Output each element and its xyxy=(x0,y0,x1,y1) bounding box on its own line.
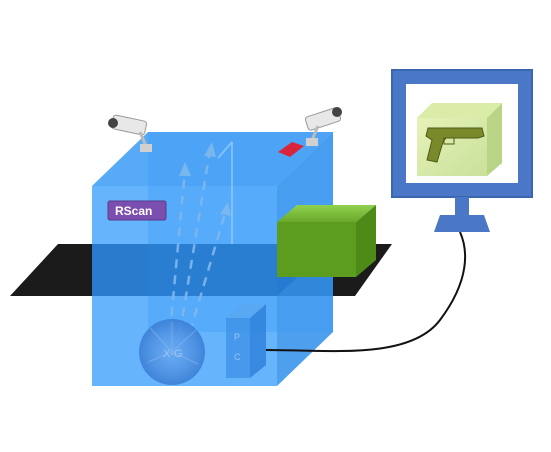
pc-unit-top xyxy=(226,304,266,318)
belt-inside-scanner xyxy=(92,244,333,296)
security-camera-left-icon xyxy=(108,114,152,152)
screen-box-top xyxy=(417,103,502,118)
package-top xyxy=(277,205,376,222)
scanner-top-face xyxy=(92,132,333,186)
pc-unit xyxy=(226,318,250,378)
xray-source-rays xyxy=(147,322,199,365)
pc-unit-side xyxy=(250,304,266,378)
laser-sensor xyxy=(278,142,304,157)
rscan-badge-label: RScan xyxy=(115,204,152,218)
gun-icon xyxy=(425,127,485,163)
package-side xyxy=(356,205,376,277)
pc-label-2: C xyxy=(234,352,241,362)
beam-arrowheads xyxy=(179,142,231,216)
monitor-base xyxy=(434,215,490,232)
data-cable xyxy=(265,231,467,353)
glass-divider-top xyxy=(217,141,233,159)
xray-beams xyxy=(168,149,228,333)
monitor-neck xyxy=(455,197,469,215)
screen-box-front xyxy=(417,118,487,176)
pc-label: P xyxy=(234,332,240,342)
xray-source-label: X-G xyxy=(163,348,183,360)
security-camera-right-icon xyxy=(304,107,342,146)
rscan-badge xyxy=(107,200,167,221)
screen-box-side xyxy=(487,103,502,176)
package-box xyxy=(277,222,356,277)
